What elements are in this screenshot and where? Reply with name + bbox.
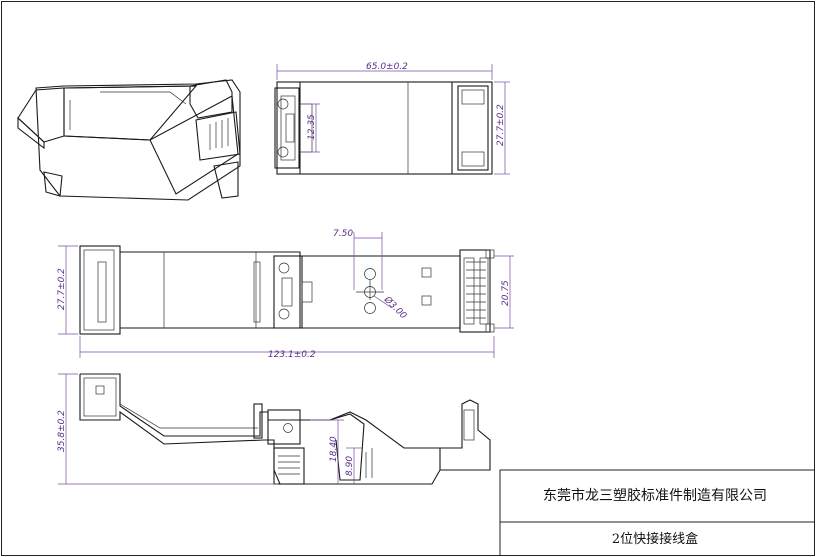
side-inner-height-label: 18.40 — [329, 436, 339, 462]
plan-right-height-label: 20.75 — [501, 280, 511, 306]
title-block-frame — [499, 469, 815, 555]
side-step-height-label: 8.90 — [345, 456, 355, 476]
plan-view: 27.7±0.2 123.1±0.2 20.75 7.50 Ø3.00 — [57, 229, 514, 360]
plan-hole-diameter-label: Ø3.00 — [381, 294, 409, 322]
top-height-label: 27.7±0.2 — [496, 104, 506, 146]
product-name: 2位快接接线盒 — [611, 531, 699, 547]
side-view: 35.8±0.2 18.40 8.90 — [57, 373, 491, 485]
top-hole-spacing-label: 12.35 — [307, 114, 317, 140]
side-height-label: 35.8±0.2 — [57, 410, 67, 452]
top-view: 65.0±0.2 27.7±0.2 12.35 — [274, 62, 510, 175]
company-name: 东莞市龙三塑胶标准件制造有限公司 — [543, 488, 767, 504]
plan-total-length-label: 123.1±0.2 — [268, 350, 316, 360]
isometric-view — [17, 79, 241, 201]
top-length-label: 65.0±0.2 — [366, 62, 408, 72]
plan-left-height-label: 27.7±0.2 — [57, 268, 67, 310]
plan-hole-offset-label: 7.50 — [333, 229, 353, 239]
